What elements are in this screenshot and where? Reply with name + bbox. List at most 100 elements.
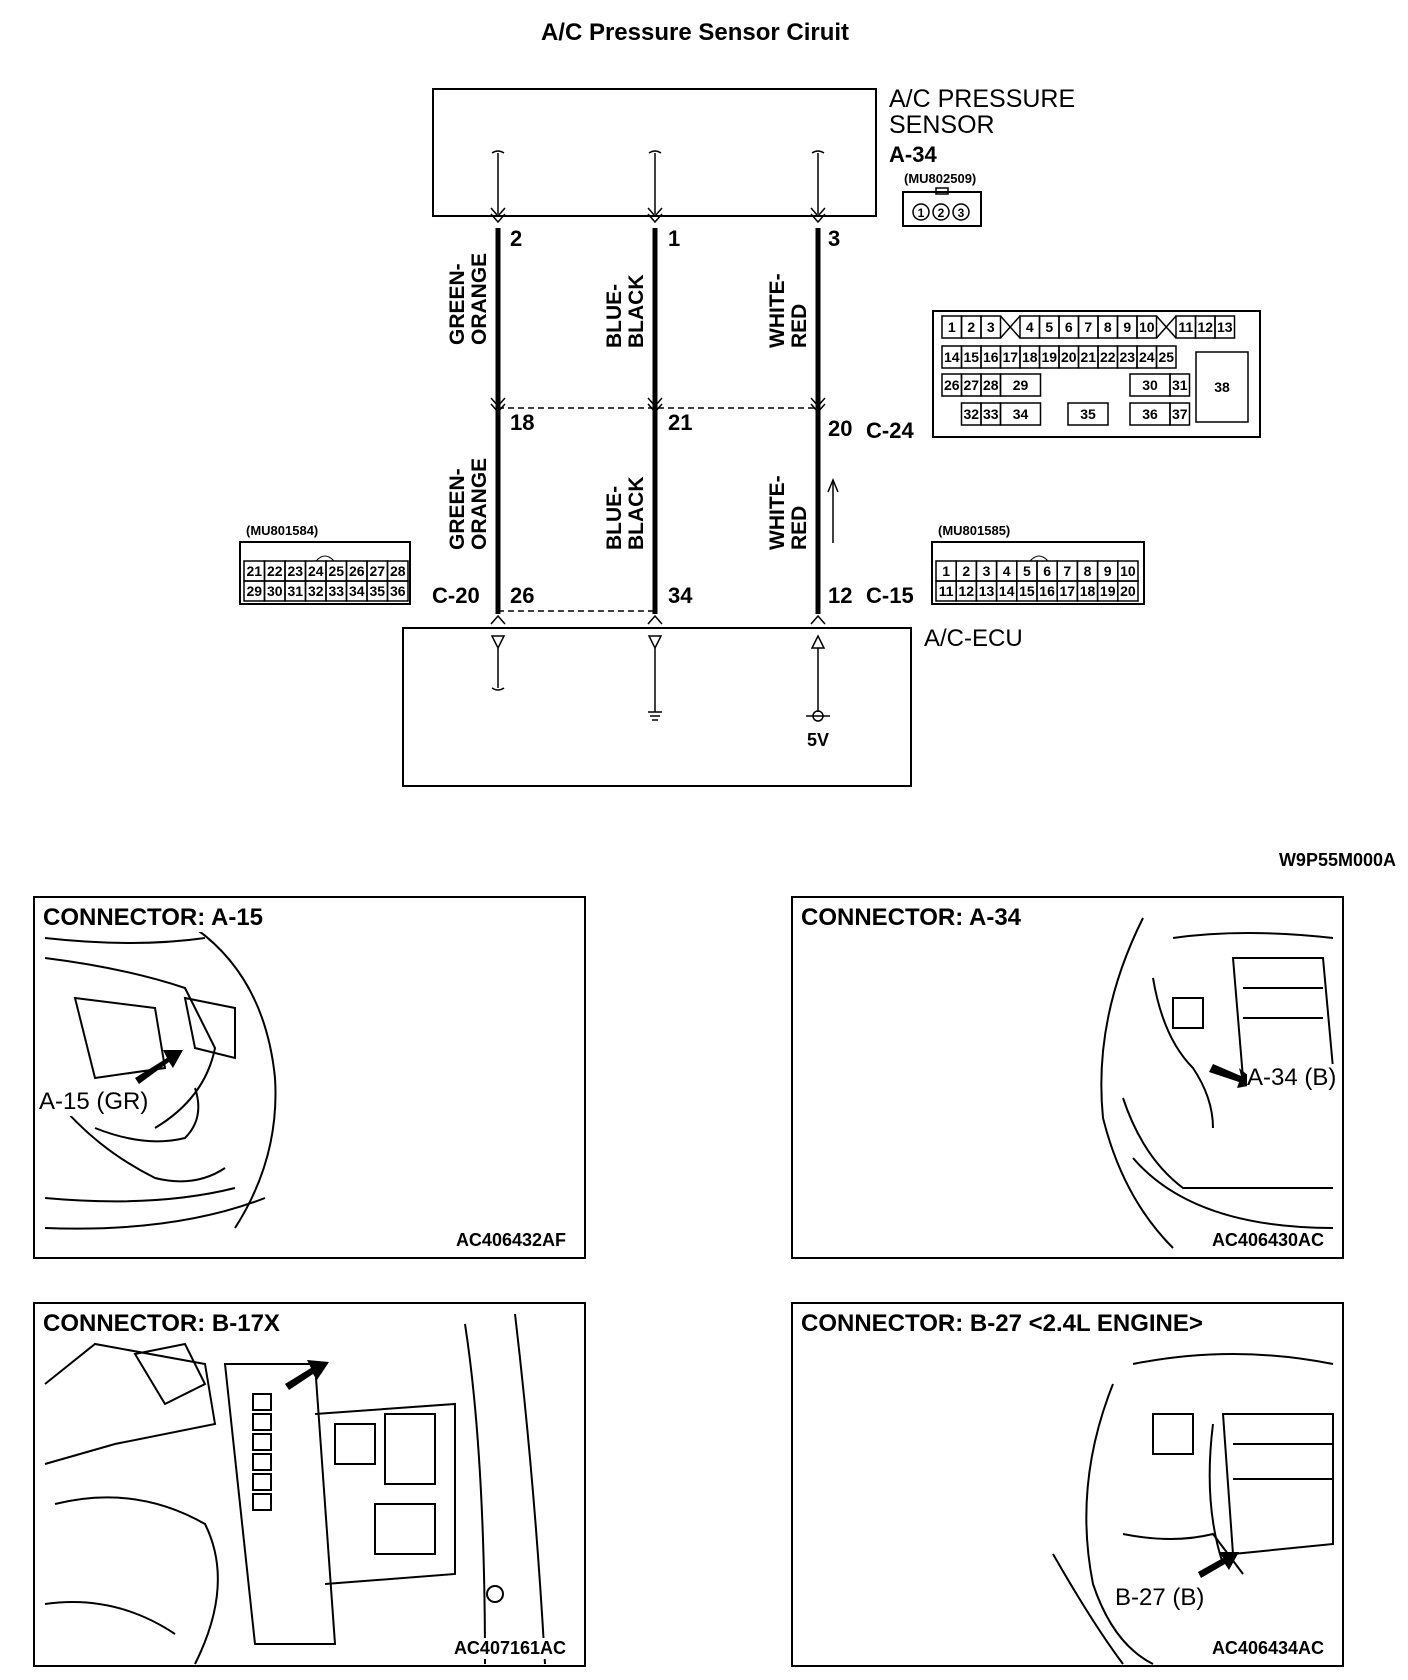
ecu-pin-blue: 34: [668, 583, 693, 608]
c24-pin-number: 35: [1080, 406, 1096, 422]
c20-pin-number: 32: [308, 583, 324, 599]
c24-pin-number: 36: [1142, 406, 1158, 422]
c24-pin-number: 8: [1104, 319, 1112, 335]
c24-pin-cell: [1169, 373, 1191, 397]
c15-pin-number: 15: [1019, 583, 1035, 599]
ecu-pin-green: 26: [510, 583, 534, 608]
panel-a15: CONNECTOR: A-15 A-15 (GR) AC406432AF: [33, 896, 586, 1259]
ecu-box: [402, 627, 912, 787]
c20-pin-number: 34: [349, 583, 365, 599]
c24-pin-number: 2: [967, 319, 975, 335]
sensor-pin-blue: 1: [668, 226, 680, 251]
c15-pin-number: 19: [1100, 583, 1116, 599]
c15-pin-number: 3: [983, 563, 991, 579]
circuit-diagram: A/C Pressure Sensor Ciruit A/C PRESSURE …: [239, 19, 1396, 870]
c24-label: C-24: [866, 418, 914, 443]
c24-pin-number: 14: [944, 349, 960, 365]
sensor-name-line1: A/C PRESSURE: [889, 85, 1075, 113]
c24-pin-number: 17: [1002, 349, 1018, 365]
engine-bay-sketch-a15: [44, 927, 277, 1230]
panel-a34-title: CONNECTOR: A-34: [801, 904, 1026, 932]
c24-pin-cell: [1155, 345, 1177, 369]
svg-text:2: 2: [938, 206, 945, 220]
c15-pin-number: 18: [1080, 583, 1096, 599]
panel-a34-code: AC406430AC: [1211, 1230, 1324, 1251]
c15-pin-number: 11: [939, 583, 954, 599]
c20-pin-number: 35: [369, 583, 385, 599]
c24-pin-number: 3: [987, 319, 995, 335]
c24-pin-number: 24: [1139, 349, 1155, 365]
panel-b17x-code: AC407161AC: [453, 1638, 566, 1659]
c24-pin-number: 27: [963, 377, 979, 393]
c20-pin-number: 26: [349, 563, 365, 579]
c24-pin-number: 22: [1100, 349, 1116, 365]
c20-pin-number: 36: [390, 583, 406, 599]
c20-pin-number: 33: [328, 583, 344, 599]
c15-pin-number: 8: [1084, 563, 1092, 579]
c24-pin-number: 20: [1061, 349, 1077, 365]
c20-pin-number: 30: [267, 583, 283, 599]
c20-pin-number: 29: [246, 583, 262, 599]
c20-pin-number: 23: [287, 563, 303, 579]
mid-pin-white: 20: [828, 416, 852, 441]
c24-pin-number: 37: [1172, 406, 1188, 422]
c24-pin-number: 10: [1139, 319, 1155, 335]
c24-pin-number: 26: [944, 377, 960, 393]
lower-white-line2: RED: [788, 506, 811, 550]
c24-pin-number: 38: [1214, 379, 1230, 395]
upper-green-line2: ORANGE: [468, 253, 491, 345]
c24-pin-number: 1: [948, 319, 956, 335]
c24-pin-number: 18: [1022, 349, 1038, 365]
ecu-pin-white: 12: [828, 583, 852, 608]
upper-white-line2: RED: [788, 304, 811, 348]
sensor-internal-stubs: [490, 150, 826, 625]
c24-pin-number: 29: [1013, 377, 1029, 393]
c15-label: C-15: [866, 583, 914, 608]
signal-arrow: [827, 478, 839, 543]
c24-pin-cell: [1169, 402, 1191, 426]
c24-pin-number: 11: [1178, 319, 1193, 335]
c15-latch: [1029, 555, 1049, 562]
c24-pin-number: 9: [1123, 319, 1131, 335]
c24-pin-number: 23: [1119, 349, 1135, 365]
c24-pin-number: 5: [1045, 319, 1053, 335]
c15-pin-number: 20: [1120, 583, 1136, 599]
c20-label: C-20: [432, 583, 480, 608]
figure-code: W9P55M000A: [1279, 850, 1396, 870]
upper-white-line1: WHITE-: [766, 273, 789, 348]
c24-pin-number: 15: [963, 349, 979, 365]
sensor-part-number: (MU802509): [904, 171, 976, 186]
lower-white-line1: WHITE-: [766, 475, 789, 550]
blank-pin-cross: [1155, 315, 1177, 339]
panel-b27: CONNECTOR: B-27 <2.4L ENGINE> B-27 (B) A…: [791, 1302, 1344, 1667]
c24-pin-number: 6: [1065, 319, 1073, 335]
wire-set: [495, 228, 821, 614]
c24-pin-cell: [999, 402, 1042, 426]
c20-pin-number: 27: [369, 563, 385, 579]
sensor-connector-face: 1 2 3: [902, 187, 982, 227]
c15-part-number: (MU801585): [938, 523, 1010, 538]
c20-pin-number: 28: [390, 563, 406, 579]
c20-latch: [315, 555, 335, 562]
diagram-title: A/C Pressure Sensor Ciruit: [541, 19, 849, 46]
mid-pin-green: 18: [510, 410, 534, 435]
c15-pin-number: 10: [1120, 563, 1136, 579]
panel-b17x-title: CONNECTOR: B-17X: [43, 1310, 284, 1338]
lower-green-line1: GREEN-: [446, 468, 469, 550]
c15-pin-number: 12: [959, 583, 975, 599]
mid-pin-blue: 21: [668, 410, 692, 435]
c24-pin-number: 21: [1080, 349, 1096, 365]
sensor-pin-green: 2: [510, 226, 522, 251]
c20-pin-cell: [386, 580, 409, 602]
panel-a15-title: CONNECTOR: A-15: [43, 904, 268, 932]
ecu-internal: [490, 634, 830, 722]
c20-pin-number: 24: [308, 563, 324, 579]
c24-pin-cell: [1214, 315, 1236, 339]
c24-pin-cell: [980, 315, 1002, 339]
ecu-name: A/C-ECU: [924, 625, 1023, 652]
c20-pin-number: 22: [267, 563, 283, 579]
ecu-voltage: 5V: [807, 730, 829, 750]
c15-pin-number: 4: [1003, 563, 1011, 579]
